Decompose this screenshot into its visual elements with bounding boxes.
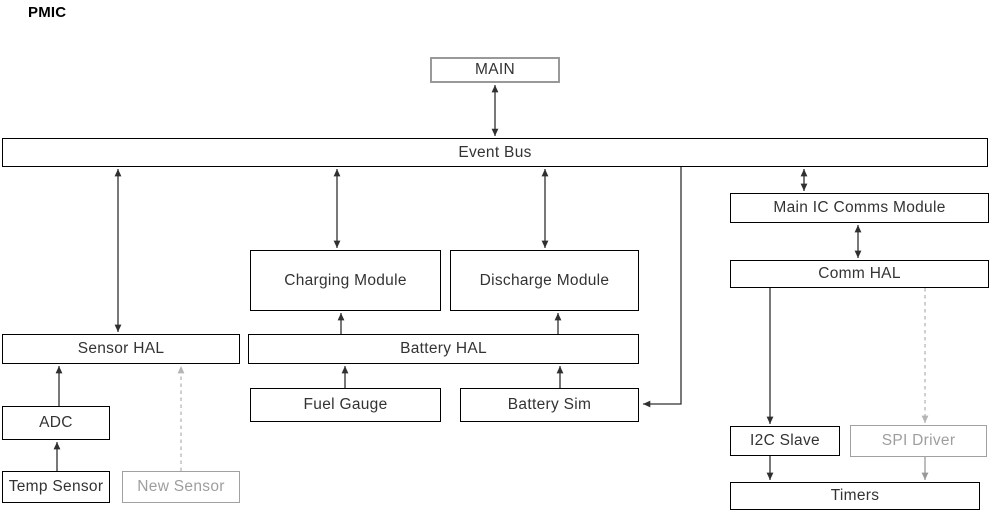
node-main-ic-comms-module-label: Main IC Comms Module <box>773 199 946 216</box>
node-temp-sensor: Temp Sensor <box>2 471 110 503</box>
node-sensor-hal: Sensor HAL <box>2 334 240 364</box>
node-adc-label: ADC <box>39 414 73 431</box>
node-main-label: MAIN <box>475 61 515 78</box>
node-new-sensor-label: New Sensor <box>137 478 225 495</box>
node-battery-sim: Battery Sim <box>460 388 639 422</box>
node-comm-hal-label: Comm HAL <box>818 265 901 282</box>
node-event-bus-label: Event Bus <box>458 143 532 161</box>
node-discharge-module: Discharge Module <box>450 250 639 311</box>
node-battery-hal-label: Battery HAL <box>400 340 487 357</box>
node-fuel-gauge-label: Fuel Gauge <box>303 396 388 413</box>
node-sensor-hal-label: Sensor HAL <box>77 340 165 357</box>
node-discharge-module-label: Discharge Module <box>479 271 610 289</box>
node-comm-hal: Comm HAL <box>730 260 989 288</box>
node-adc: ADC <box>2 406 110 440</box>
node-main: MAIN <box>430 57 560 83</box>
node-temp-sensor-label: Temp Sensor <box>8 478 104 495</box>
node-battery-hal: Battery HAL <box>248 334 639 364</box>
node-main-ic-comms-module: Main IC Comms Module <box>730 193 989 223</box>
node-i2c-slave-label: I2C Slave <box>750 432 820 449</box>
node-battery-sim-label: Battery Sim <box>507 396 592 413</box>
node-charging-module-label: Charging Module <box>284 271 407 289</box>
node-charging-module: Charging Module <box>250 250 441 311</box>
diagram-title: PMIC <box>28 4 67 21</box>
node-new-sensor: New Sensor <box>122 471 240 503</box>
node-timers-label: Timers <box>830 487 880 504</box>
node-i2c-slave: I2C Slave <box>730 426 840 456</box>
node-spi-driver: SPI Driver <box>850 425 987 457</box>
node-fuel-gauge: Fuel Gauge <box>250 388 441 422</box>
node-event-bus: Event Bus <box>2 138 988 167</box>
node-spi-driver-label: SPI Driver <box>881 432 956 449</box>
edge-event-bus-battery-sim <box>643 167 682 408</box>
node-timers: Timers <box>730 482 980 510</box>
